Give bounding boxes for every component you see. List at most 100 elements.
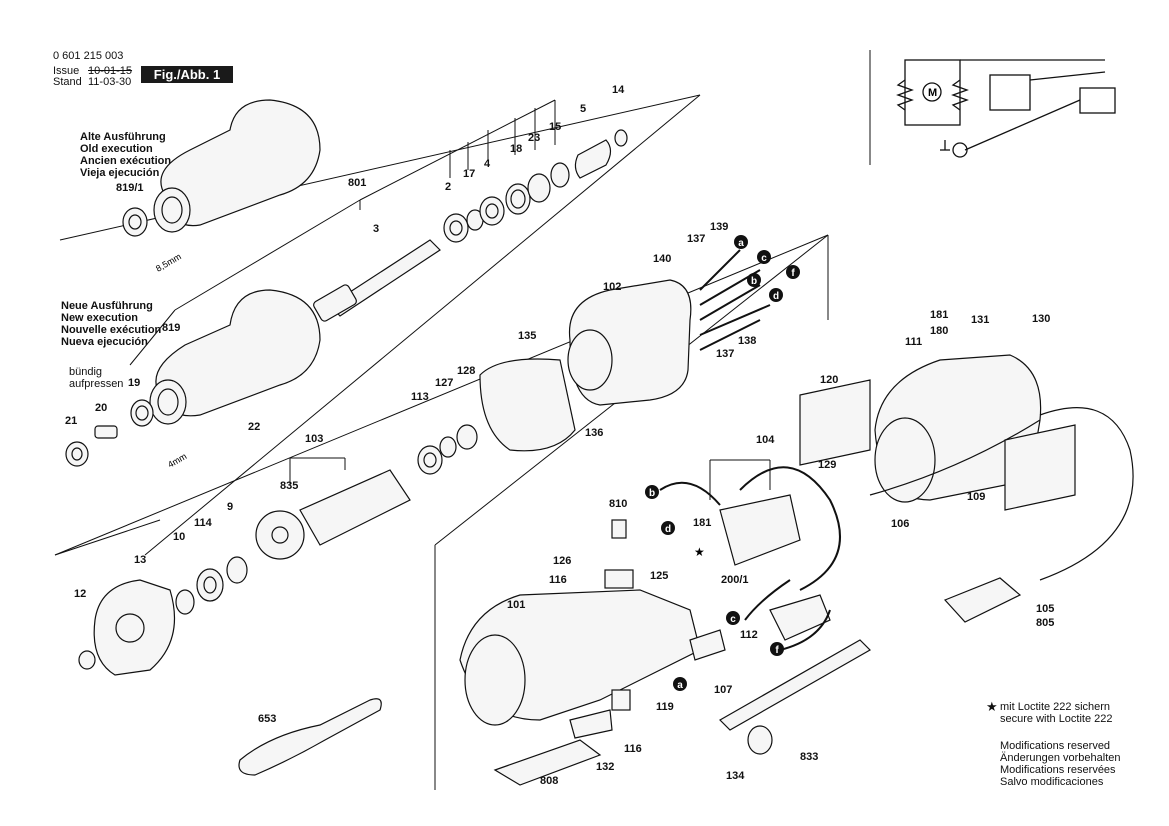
part-label: 137	[687, 233, 705, 245]
part-label: 101	[507, 599, 525, 611]
part-label: 105	[1036, 603, 1054, 615]
part-label: 835	[280, 480, 298, 492]
wire-marker-c-icon: c	[757, 250, 771, 264]
part-label: 23	[528, 132, 540, 144]
part-label: 2	[445, 181, 451, 193]
part-label: 132	[596, 761, 614, 773]
modifications-es: Salvo modificaciones	[1000, 776, 1104, 788]
svg-text:a: a	[738, 238, 744, 249]
wire-marker-f-icon: f	[770, 642, 784, 656]
part-label: 200/1	[721, 574, 749, 586]
part-label: 140	[653, 253, 671, 265]
old-exec-es: Vieja ejecución	[80, 167, 160, 179]
old-exec-en: Old execution	[80, 143, 153, 155]
part-label: 18	[510, 143, 522, 155]
part-label: 21	[65, 415, 77, 427]
issue-date: 10-01-15	[88, 65, 133, 77]
wire-marker-b-icon: b	[747, 273, 761, 287]
wire-marker-f-icon: f	[786, 265, 800, 279]
part-label: 819	[162, 322, 180, 334]
loctite-star-icon: ★	[694, 545, 705, 559]
part-label: 819/1	[116, 182, 144, 194]
loctite-en: secure with Loctite 222	[1000, 713, 1113, 725]
part-label: 112	[740, 629, 758, 641]
part-label: 111	[905, 336, 922, 348]
new-exec-de: Neue Ausführung	[61, 300, 153, 312]
part-label: 130	[1032, 313, 1050, 325]
part-label: 120	[820, 374, 838, 386]
part-label: 114	[194, 517, 213, 529]
part-label: 127	[435, 377, 453, 389]
dimension-new: 4mm	[166, 451, 188, 470]
part-label: 4	[484, 158, 491, 170]
part-label: 22	[248, 421, 260, 433]
part-label: 103	[305, 433, 323, 445]
svg-text:f: f	[775, 645, 779, 656]
part-number: 0 601 215 003	[53, 50, 124, 62]
part-label: 17	[463, 168, 475, 180]
part-label: 116	[549, 574, 567, 586]
svg-text:b: b	[649, 488, 655, 499]
part-label: 808	[540, 775, 558, 787]
loctite-de: mit Loctite 222 sichern	[1000, 701, 1111, 713]
part-label: 805	[1036, 617, 1054, 629]
press-note-2: aufpressen	[69, 378, 124, 390]
part-label: 19	[128, 377, 140, 389]
part-label: 131	[971, 314, 989, 326]
svg-text:c: c	[761, 253, 767, 264]
old-exec-de: Alte Ausführung	[80, 131, 166, 143]
wire-marker-a-icon: a	[734, 235, 748, 249]
part-label: 3	[373, 223, 379, 235]
part-label: 833	[800, 751, 818, 763]
part-label: 181	[693, 517, 711, 529]
new-exec-es: Nueva ejecución	[61, 336, 148, 348]
part-label: 5	[580, 103, 586, 115]
part-label: 139	[710, 221, 728, 233]
part-label: 138	[738, 335, 756, 347]
stand-label: Stand	[53, 76, 82, 88]
svg-text:c: c	[730, 614, 736, 625]
part-label: 107	[714, 684, 732, 696]
svg-text:d: d	[773, 291, 779, 302]
part-label: 106	[891, 518, 909, 530]
figure-badge: Fig./Abb. 1	[141, 66, 233, 83]
part-label: 104	[756, 434, 775, 446]
svg-text:f: f	[791, 268, 795, 279]
wire-marker-c-icon: c	[726, 611, 740, 625]
issue-label: Issue	[53, 65, 80, 77]
part-label: 181	[930, 309, 948, 321]
part-label: 653	[258, 713, 276, 725]
part-label: 137	[716, 348, 734, 360]
svg-text:b: b	[751, 276, 757, 287]
wire-marker-d-icon: d	[769, 288, 783, 302]
part-label: 102	[603, 281, 621, 293]
part-label: 135	[518, 330, 536, 342]
part-label: 109	[967, 491, 985, 503]
part-label: 20	[95, 402, 107, 414]
part-label: 136	[585, 427, 603, 439]
modifications-fr: Modifications reservées	[1000, 764, 1116, 776]
wire-marker-a-icon: a	[673, 677, 687, 691]
svg-text:d: d	[665, 524, 671, 535]
motor-symbol-label: M	[928, 87, 937, 99]
loctite-star-icon: ★	[986, 699, 998, 714]
part-label: 119	[656, 701, 674, 713]
part-label: 13	[134, 554, 146, 566]
press-note-1: bündig	[69, 366, 103, 378]
new-exec-fr: Nouvelle exécution	[61, 324, 162, 336]
old-exec-fr: Ancien exécution	[80, 155, 172, 167]
dimension-old: 8,5mm	[154, 251, 183, 273]
part-label: 129	[818, 459, 836, 471]
part-label: 14	[612, 84, 625, 96]
part-label: 113	[411, 391, 429, 403]
part-label: 15	[549, 121, 561, 133]
wire-marker-b-icon: b	[645, 485, 659, 499]
stand-date: 11-03-30	[88, 76, 132, 88]
part-label: 125	[650, 570, 668, 582]
part-label: 9	[227, 501, 233, 513]
modifications-de: Änderungen vorbehalten	[1000, 752, 1121, 764]
part-label: 116	[624, 743, 642, 755]
part-label: 10	[173, 531, 185, 543]
